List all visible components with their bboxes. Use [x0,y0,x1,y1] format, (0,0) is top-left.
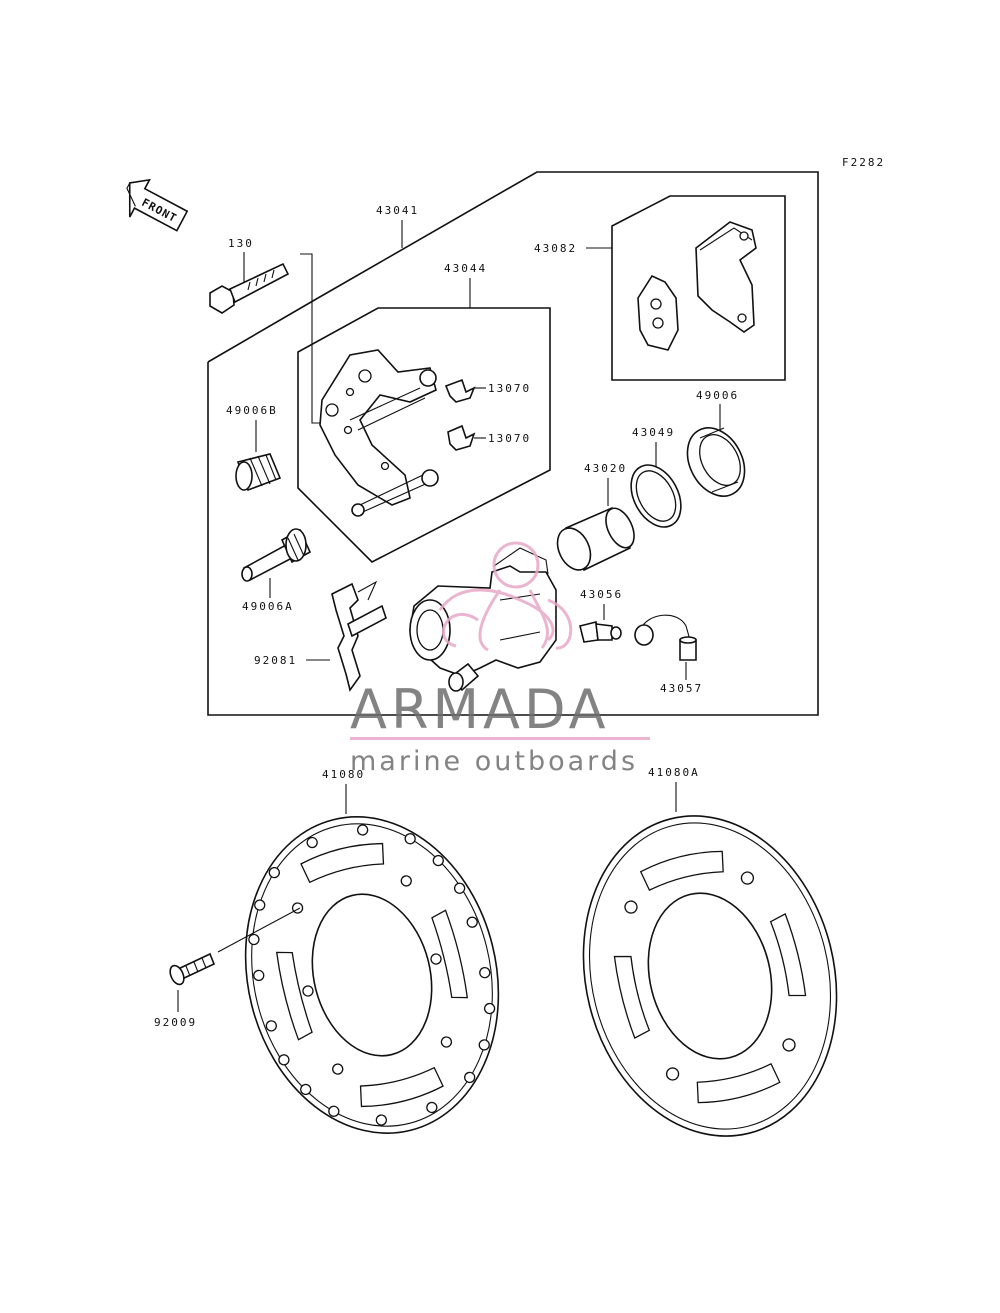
slide-pin-49006A [241,528,312,582]
piston-seal-49006 [686,427,746,497]
label-13070-upper: 13070 [488,382,531,395]
label-41080A: 41080A [648,766,700,779]
bracket-assembly-outline [297,307,551,563]
watermark-rule [350,737,650,740]
brake-disc-41080 [244,816,500,1134]
brake-disc-41080A [582,815,838,1137]
watermark-tagline: marine outboards [350,746,638,777]
brake-pad-set-outline [611,195,786,381]
label-92009: 92009 [154,1016,197,1029]
dust-seal-43049 [630,464,682,528]
brake-pad-front [637,274,679,351]
watermark-octopus-icon [438,541,573,652]
label-43020: 43020 [584,462,627,475]
label-43041: 43041 [376,204,419,217]
label-49006: 49006 [696,389,739,402]
label-130: 130 [228,237,254,250]
label-41080: 41080 [322,768,365,781]
label-13070-lower: 13070 [488,432,531,445]
clip-13070-lower [447,424,476,451]
label-49006B: 49006B [226,404,278,417]
dust-boot-49006B [235,453,282,492]
figure-code: F2282 [842,156,885,169]
label-49006A: 49006A [242,600,294,613]
caliper-bracket [319,349,439,517]
label-43057: 43057 [660,682,703,695]
bolt-130 [209,262,290,314]
watermark-logo: ARMADA marine outboards [350,541,650,777]
bleeder-valve-43056 [579,621,622,643]
label-43044: 43044 [444,262,487,275]
brake-pad-rear [695,221,757,333]
label-92081: 92081 [254,654,297,667]
bleeder-cap-43057 [634,614,697,661]
front-arrow-icon: FRONT [126,178,189,232]
pad-spring-92081 [331,580,387,692]
clip-13070-upper [444,378,476,403]
disc-screw-92009 [169,952,216,986]
label-43056: 43056 [580,588,623,601]
label-43082: 43082 [534,242,577,255]
piston-43020 [556,506,635,572]
caliper-assembly-outline [207,171,819,716]
watermark-brand: ARMADA [350,678,610,741]
label-43049: 43049 [632,426,675,439]
